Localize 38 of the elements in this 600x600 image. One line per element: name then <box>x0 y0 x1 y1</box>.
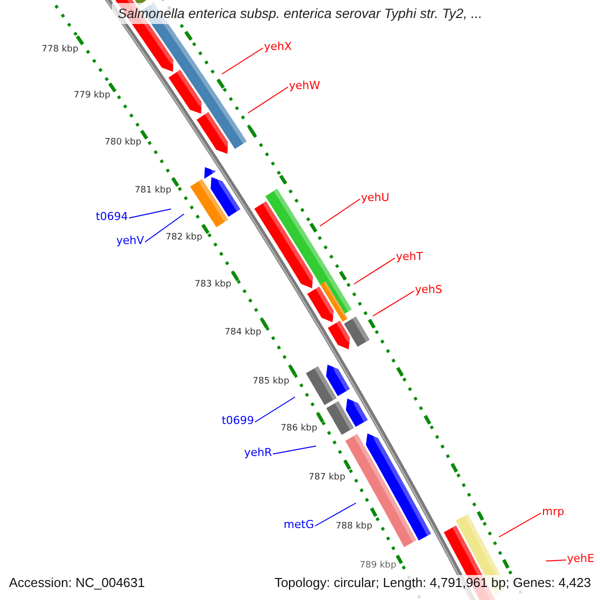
leader-line <box>372 290 414 316</box>
leader-line <box>248 86 288 114</box>
genome-info-text: Topology: circular; Length: 4,791,961 bp; Genes: 4,423 <box>274 575 591 590</box>
scale-label: 786 kbp <box>280 424 318 434</box>
leader-line <box>546 560 566 562</box>
gene-label: yehW <box>289 79 320 93</box>
gene-label: yehX <box>264 40 292 54</box>
gene-label: yehR <box>244 446 272 460</box>
leader-line <box>320 198 360 226</box>
scale-label: 785 kbp <box>252 376 290 388</box>
scale-label: 788 kbp <box>336 522 372 532</box>
leader-line <box>144 214 184 242</box>
gene-label: t0694 <box>96 210 128 224</box>
scale-label: 782 kbp <box>166 232 202 244</box>
leader-line <box>354 258 396 284</box>
scale-label: 784 kbp <box>224 328 262 338</box>
scale-label: 780 kbp <box>104 138 142 148</box>
leader-line <box>222 48 264 74</box>
accession-text: Accession: NC_004631 <box>9 575 145 590</box>
gene-label: mrp <box>542 505 564 519</box>
leader-line <box>254 396 296 422</box>
scale-label: 778 kbp <box>42 44 78 56</box>
gene-label: yehS <box>415 283 442 297</box>
leader-line <box>498 512 542 538</box>
leader-line <box>314 502 356 526</box>
leader-line <box>128 208 172 218</box>
gene-label: metG <box>284 518 314 532</box>
gene-label: yehV <box>116 234 144 248</box>
scale-label: 779 kbp <box>74 90 110 102</box>
scale-label: 789 kbp <box>360 560 396 572</box>
gene-label: yehU <box>361 191 390 205</box>
scale-label: 781 kbp <box>134 186 172 196</box>
gene-label: yehT <box>396 250 423 264</box>
gene-label: yehE <box>567 552 594 566</box>
leader-line <box>272 446 316 454</box>
scale-label: 783 kbp <box>194 280 232 290</box>
scale-label: 787 kbp <box>308 472 346 484</box>
gene-label: t0699 <box>222 414 254 428</box>
